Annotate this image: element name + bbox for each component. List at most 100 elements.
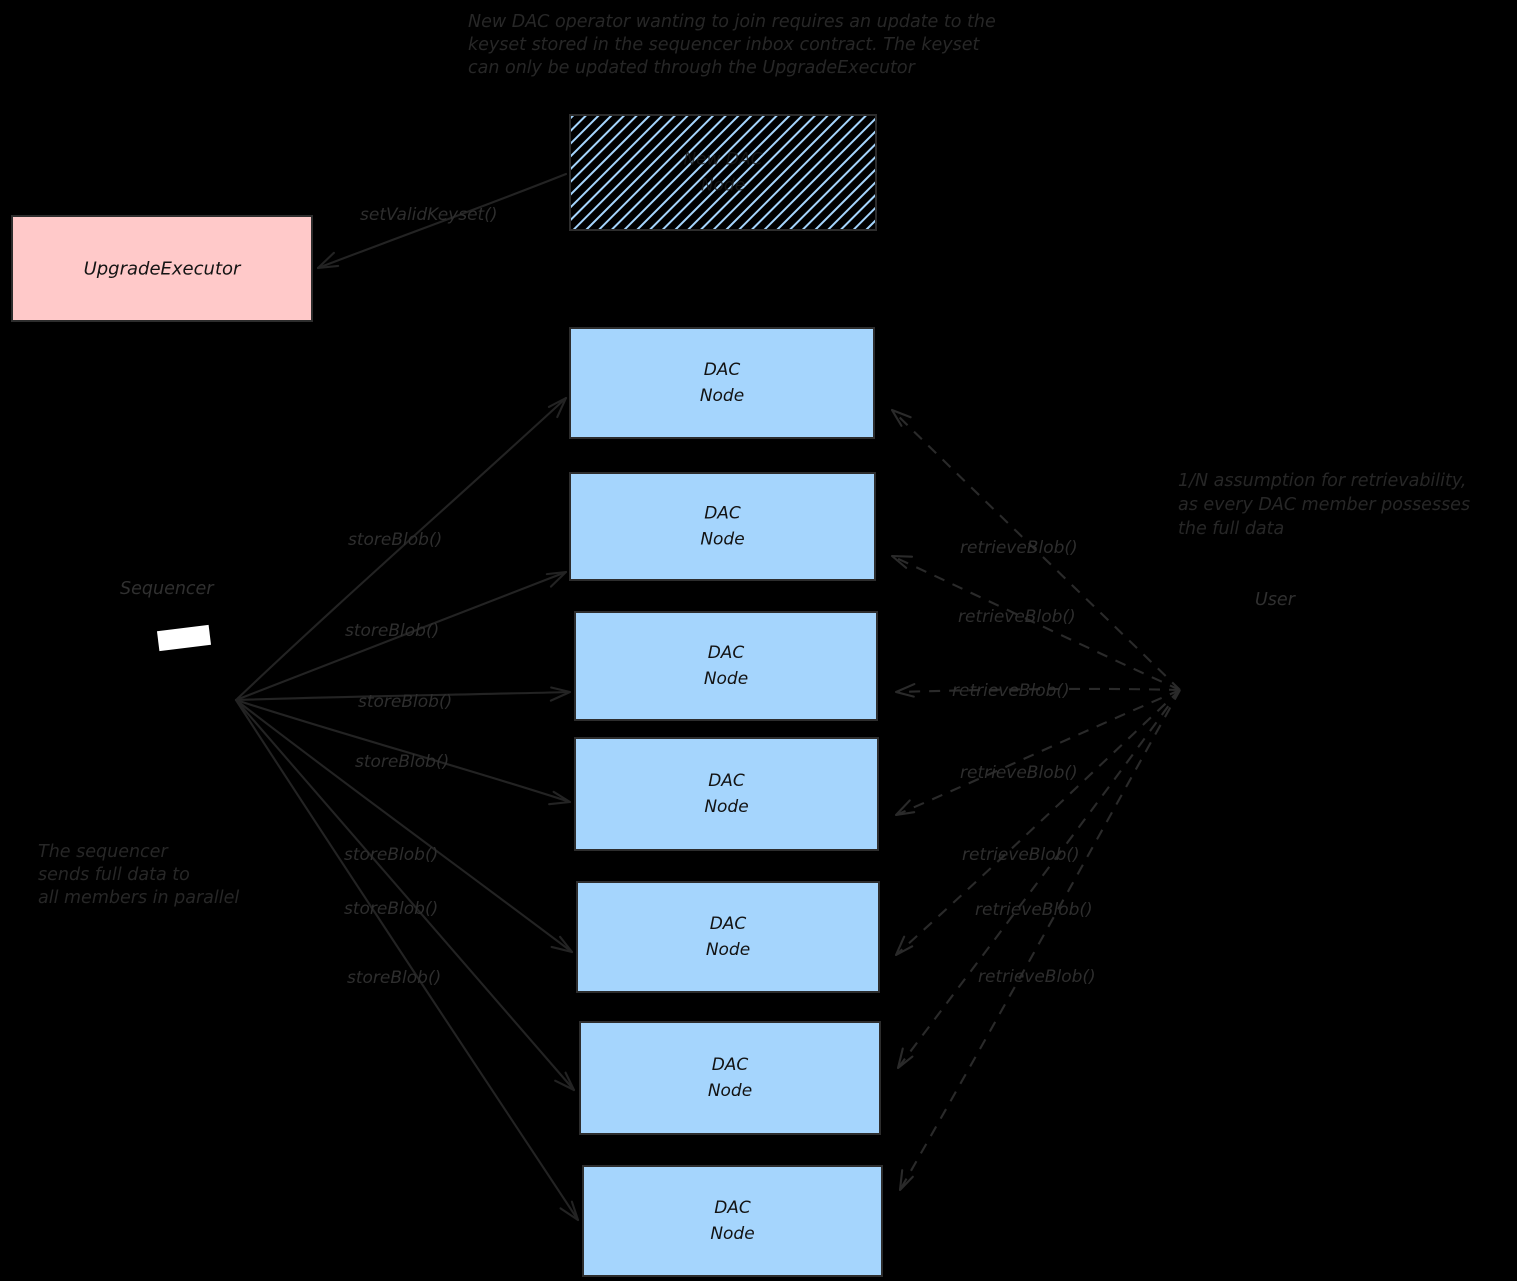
edge-label-set-valid-keyset: setValidKeyset() — [360, 205, 498, 225]
edge-store-blob-1 — [234, 396, 568, 702]
annotation-right-note-line-3: the full data — [1178, 519, 1284, 539]
dac-node-label-1-line-1: DAC — [704, 360, 741, 380]
edge-label-retrieve-blob-3: retrieveBlob() — [952, 681, 1070, 701]
dac-node-rect-3 — [574, 611, 878, 721]
edge-label-store-blob-7: storeBlob() — [347, 968, 441, 988]
annotation-top-note-line-2: keyset stored in the sequencer inbox con… — [468, 35, 981, 55]
upgrade-executor-box[interactable]: UpgradeExecutor — [11, 215, 313, 322]
annotation-top-note-line-1: New DAC operator wanting to join require… — [468, 12, 996, 32]
dac-node-label-4-line-1: DAC — [708, 771, 745, 791]
dac-node-box-2[interactable]: DAC Node — [569, 472, 876, 581]
edge-label-retrieve-blob-5: retrieveBlob() — [962, 845, 1080, 865]
dac-node-box-7[interactable]: DAC Node — [582, 1165, 883, 1277]
dac-node-label-7-line-1: DAC — [714, 1198, 751, 1218]
edge-set-valid-keyset — [316, 172, 568, 270]
dac-node-label-6-line-2: Node — [708, 1081, 752, 1101]
dac-node-label-3-line-1: DAC — [708, 643, 745, 663]
arrowhead-store-blob-2 — [545, 570, 568, 588]
dac-node-label-5-line-2: Node — [706, 940, 750, 960]
arrowhead-store-blob-4 — [548, 790, 572, 806]
annotation-right-note: 1/N assumption for retrievability, as eve… — [1178, 471, 1470, 539]
dac-node-rect-5 — [576, 881, 880, 993]
edge-store-blob-2 — [234, 570, 568, 702]
user-actor[interactable]: User — [1255, 590, 1297, 610]
edge-store-blob-6 — [234, 698, 576, 1092]
sequencer-actor[interactable]: Sequencer — [120, 579, 215, 652]
upgrade-executor-rect — [11, 215, 313, 322]
edge-retrieve-blob-2 — [891, 555, 1181, 691]
dac-node-box-3[interactable]: DAC Node — [574, 611, 878, 721]
arrowhead-retrieve-blob-5 — [894, 935, 914, 957]
arrowhead-store-blob-3 — [549, 686, 572, 702]
edge-store-blob-7 — [234, 698, 580, 1222]
arrowhead-retrieve-blob-4 — [894, 799, 916, 817]
arrowhead-retrieve-blob-7 — [898, 1169, 914, 1192]
new-dac-node-label-line-2: Node — [701, 176, 745, 196]
dac-node-rect-1 — [569, 327, 875, 439]
dac-node-rect-4 — [574, 737, 879, 851]
edge-label-store-blob-2: storeBlob() — [345, 621, 439, 641]
annotation-left-note-line-2: sends full data to — [38, 865, 190, 885]
new-dac-node-rect — [569, 114, 877, 231]
arrowhead-retrieve-blob-1 — [890, 408, 912, 427]
new-dac-node-label-line-1: New DAC — [683, 150, 762, 170]
boxes-layer: New DACNodeUpgradeExecutorDACNodeDACNode… — [11, 114, 883, 1277]
edge-store-blob-4 — [234, 698, 572, 804]
dac-node-box-1[interactable]: DAC Node — [569, 327, 875, 439]
arrowhead-retrieve-blob-6 — [896, 1047, 914, 1070]
dac-node-label-6-line-1: DAC — [712, 1055, 749, 1075]
arrowhead-store-blob-6 — [554, 1071, 576, 1092]
dac-node-label-2-line-1: DAC — [704, 504, 741, 524]
sequencer-glyph — [156, 624, 212, 652]
annotation-left-note: The sequencer sends full data to all membe… — [38, 842, 239, 908]
dac-node-label-4-line-2: Node — [704, 797, 748, 817]
edges-layer — [234, 172, 1181, 1222]
edge-retrieve-blob-6 — [897, 689, 1181, 1069]
edge-label-retrieve-blob-2: retrieveBlob() — [958, 607, 1076, 627]
edge-retrieve-blob-3 — [895, 687, 1181, 694]
annotation-left-note-line-1: The sequencer — [38, 842, 169, 862]
edge-label-retrieve-blob-4: retrieveBlob() — [960, 763, 1078, 783]
edge-label-store-blob-1: storeBlob() — [348, 530, 442, 550]
annotation-right-note-line-2: as every DAC member possesses — [1178, 495, 1470, 515]
upgrade-executor-label: UpgradeExecutor — [84, 259, 242, 280]
edge-store-blob-5 — [234, 698, 574, 954]
dac-node-rect-7 — [582, 1165, 883, 1277]
dac-node-label-7-line-2: Node — [710, 1224, 754, 1244]
edge-label-retrieve-blob-6: retrieveBlob() — [975, 900, 1093, 920]
edge-retrieve-blob-7 — [899, 689, 1181, 1191]
annotation-right-note-line-1: 1/N assumption for retrievability, — [1178, 471, 1466, 491]
arrowhead-retrieve-blob-2 — [890, 554, 914, 569]
edge-label-retrieve-blob-7: retrieveBlob() — [978, 967, 1096, 987]
dac-node-rect-6 — [579, 1021, 881, 1135]
edge-label-store-blob-4: storeBlob() — [355, 752, 449, 772]
edge-retrieve-blob-4 — [895, 689, 1181, 816]
annotation-top-note-line-3: can only be updated through the UpgradeE… — [468, 58, 917, 78]
dac-node-rect-2 — [569, 472, 876, 581]
arrowhead-store-blob-1 — [547, 396, 568, 419]
dac-node-box-4[interactable]: DAC Node — [574, 737, 879, 851]
user-label: User — [1255, 590, 1297, 610]
annotation-left-note-line-3: all members in parallel — [38, 888, 239, 908]
dac-node-label-1-line-2: Node — [700, 386, 744, 406]
arrowhead-retrieve-blob-3 — [894, 683, 916, 698]
dac-node-box-6[interactable]: DAC Node — [579, 1021, 881, 1135]
arrowhead-store-blob-7 — [559, 1200, 580, 1222]
edge-label-retrieve-blob-1: retrieveBlob() — [960, 538, 1078, 558]
arrowhead-set-valid-keyset — [316, 251, 340, 270]
annotation-top-note: New DAC operator wanting to join require… — [468, 12, 996, 78]
dac-node-label-2-line-2: Node — [700, 530, 744, 550]
sequencer-label: Sequencer — [120, 579, 215, 599]
edge-store-blob-3 — [234, 690, 572, 702]
new-dac-node-box[interactable]: New DAC Node — [569, 114, 877, 231]
dac-node-label-3-line-2: Node — [704, 669, 748, 689]
edge-label-store-blob-6: storeBlob() — [344, 899, 438, 919]
edge-label-store-blob-5: storeBlob() — [344, 845, 438, 865]
arrowhead-store-blob-5 — [550, 935, 574, 954]
edge-label-store-blob-3: storeBlob() — [358, 692, 452, 712]
edge-retrieve-blob-1 — [891, 409, 1181, 691]
